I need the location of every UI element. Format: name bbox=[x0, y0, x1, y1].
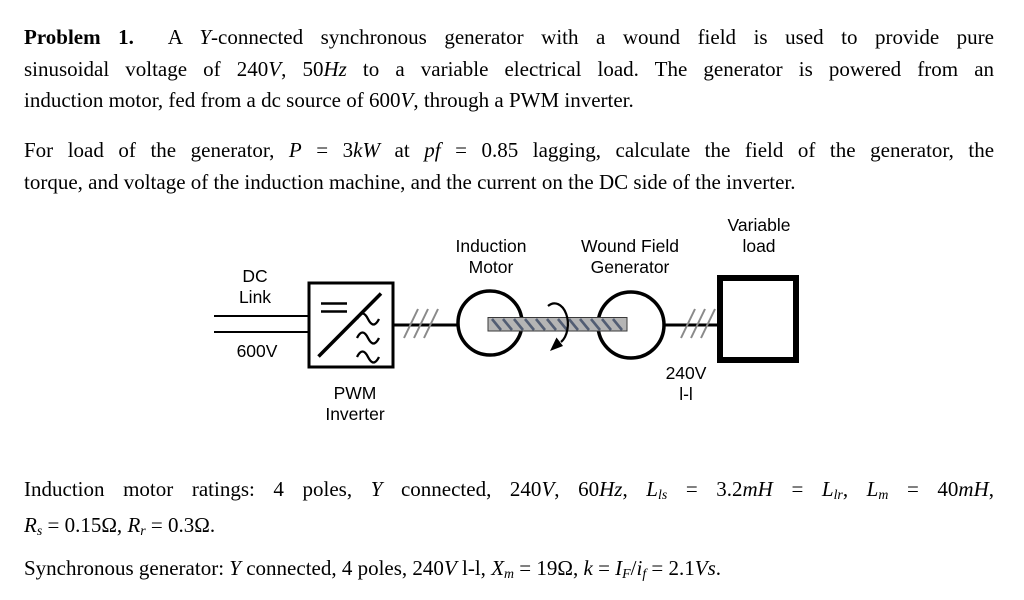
problem-statement: Problem 1. A Y-connected synchronous gen… bbox=[24, 22, 994, 117]
load-box bbox=[717, 275, 799, 363]
problem-statement-line: sinusoidal voltage of 240V, 50Hz to a va… bbox=[24, 56, 995, 81]
problem-statement-line: Problem 1. A Y-connected synchronous gen… bbox=[24, 25, 994, 49]
dc-link-label: DC Link bbox=[239, 266, 271, 308]
generator-ratings-line: Synchronous generator: Y connected, 4 po… bbox=[24, 556, 722, 581]
rotation-arrow-icon bbox=[547, 302, 569, 351]
line-voltage-value: 240V bbox=[665, 363, 707, 383]
three-phase-slashes-icon bbox=[680, 308, 716, 339]
pwm-inverter-label: PWM Inverter bbox=[325, 383, 384, 425]
dc-link-label-line: DC bbox=[242, 266, 268, 286]
pwm-inverter-label-line: PWM bbox=[333, 383, 377, 403]
induction-motor-label-line: Motor bbox=[468, 257, 514, 277]
dc-symbol-icon bbox=[321, 302, 347, 313]
wound-field-generator-label: Wound Field Generator bbox=[581, 236, 679, 278]
induction-motor-label-line: Induction bbox=[455, 236, 527, 256]
wound-field-generator-label-line: Generator bbox=[590, 257, 670, 277]
shaft bbox=[487, 317, 628, 332]
ratings-line: Rs = 0.15Ω, Rr = 0.3Ω. bbox=[24, 513, 216, 539]
induction-motor-label: Induction Motor bbox=[455, 236, 526, 278]
inverter-diagonal bbox=[317, 292, 383, 358]
ratings-line: Induction motor ratings: 4 poles, Y conn… bbox=[24, 477, 994, 502]
dc-link-bus bbox=[214, 315, 309, 333]
pwm-inverter-box bbox=[307, 281, 395, 369]
induction-motor-ratings: Induction motor ratings: 4 poles, Y conn… bbox=[24, 474, 994, 547]
line-voltage-unit: l-l bbox=[679, 384, 693, 404]
three-phase-slashes-icon bbox=[403, 308, 439, 339]
task-paragraph: For load of the generator, P = 3kW at pf… bbox=[24, 135, 994, 198]
task-paragraph-line: torque, and voltage of the induction mac… bbox=[24, 169, 796, 194]
dc-link-label-line: Link bbox=[238, 287, 272, 307]
ac-symbol-icon bbox=[355, 312, 381, 364]
synchronous-generator-ratings: Synchronous generator: Y connected, 4 po… bbox=[24, 553, 994, 589]
dc-voltage-label: 600V bbox=[237, 341, 278, 362]
line-voltage-label: 240V l-l bbox=[666, 363, 707, 405]
wound-field-generator-label-line: Wound Field bbox=[581, 236, 679, 256]
task-paragraph-line: For load of the generator, P = 3kW at pf… bbox=[24, 138, 995, 162]
variable-load-label-line: Variable bbox=[727, 215, 791, 235]
variable-load-label: Variable load bbox=[728, 215, 791, 257]
dc-voltage-value: 600V bbox=[236, 341, 278, 361]
variable-load-label-line: load bbox=[742, 236, 776, 256]
problem-statement-line: induction motor, fed from a dc source of… bbox=[24, 88, 634, 112]
pwm-inverter-label-line: Inverter bbox=[325, 404, 385, 424]
shaft-hatching bbox=[490, 318, 624, 331]
